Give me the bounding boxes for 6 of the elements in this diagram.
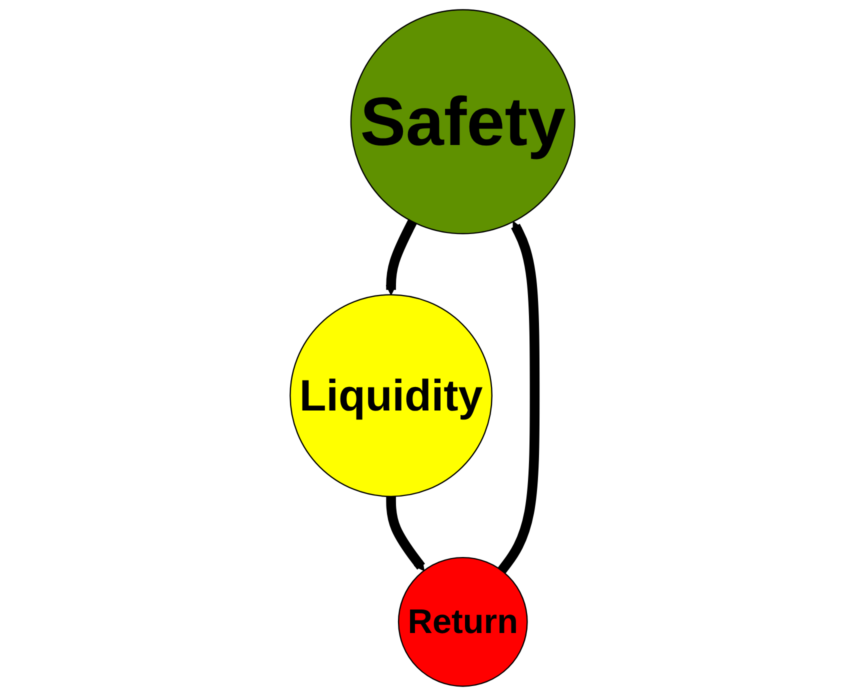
arrow (498, 221, 540, 574)
arrow (386, 496, 425, 572)
node-circle: Return (398, 556, 528, 687)
node-circle: Safety (350, 9, 576, 234)
arrow (386, 219, 417, 296)
node-circle: Liquidity (290, 294, 493, 498)
